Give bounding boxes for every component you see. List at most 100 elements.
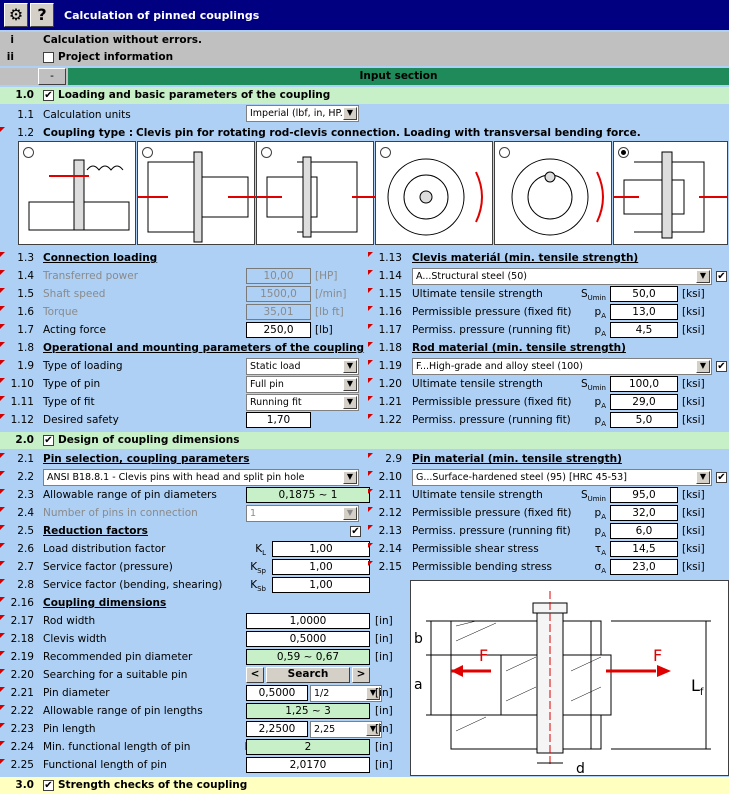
permiss-pressure-running-fit-unit: [ksi]: [682, 324, 705, 336]
type-of-pin-select[interactable]: Full pin▼: [246, 376, 359, 393]
calculator-icon[interactable]: ⚙: [4, 3, 28, 27]
search-button[interactable]: Search: [266, 667, 350, 683]
lock-checkbox[interactable]: ✔: [716, 361, 727, 372]
search-prev-button[interactable]: <: [246, 667, 264, 683]
chevron-down-icon[interactable]: ▼: [343, 360, 357, 373]
rod-width-value[interactable]: 1,0000: [246, 613, 370, 629]
permissible-shear-stress-value[interactable]: 14,5: [610, 541, 678, 557]
coupling-type-option-1[interactable]: [18, 141, 136, 245]
rod-width-unit: [in]: [375, 615, 393, 627]
coupling-diagram: b a F F Lf d: [410, 580, 729, 777]
row-number: 2.4: [0, 507, 34, 519]
search-next-button[interactable]: >: [352, 667, 370, 683]
lock-checkbox[interactable]: ✔: [716, 472, 727, 483]
type-of-fit-select[interactable]: Running fit▼: [246, 394, 359, 411]
a-structural-steel-50-select[interactable]: A...Structural steel (50)▼: [412, 268, 712, 285]
reduction-factors-label: Reduction factors: [43, 525, 148, 537]
ultimate-tensile-strength-label: Ultimate tensile strength: [412, 378, 543, 390]
row-number: 2.18: [0, 633, 34, 645]
desired-safety-value[interactable]: 1,70: [246, 412, 311, 428]
permissible-pressure-fixed-fit-value[interactable]: 29,0: [610, 394, 678, 410]
coupling-dimensions-label: Coupling dimensions: [43, 597, 167, 609]
chevron-down-icon[interactable]: ▼: [343, 396, 357, 409]
collapse-button[interactable]: -: [38, 68, 66, 85]
permissible-pressure-fixed-fit-label: Permissible pressure (fixed fit): [412, 396, 572, 408]
clevis-width-value[interactable]: 0,5000: [246, 631, 370, 647]
acting-force-unit: [lb]: [315, 324, 333, 336]
chevron-down-icon[interactable]: ▼: [343, 378, 357, 391]
chevron-down-icon[interactable]: ▼: [366, 723, 380, 736]
permissible-pressure-fixed-fit-value[interactable]: 13,0: [610, 304, 678, 320]
ultimate-tensile-strength-value[interactable]: 100,0: [610, 376, 678, 392]
service-factor-bending-shearing-value[interactable]: 1,00: [272, 577, 370, 593]
coupling-type-option-2[interactable]: [137, 141, 256, 245]
chevron-down-icon[interactable]: ▼: [366, 687, 380, 700]
service-factor-pressure-value[interactable]: 1,00: [272, 559, 370, 575]
project-info-checkbox[interactable]: [43, 52, 54, 63]
load-distribution-factor-value[interactable]: 1,00: [272, 541, 370, 557]
ansi-b18-8-1-clevis-pins-with-head-and-split-pin-hole-select[interactable]: ANSI B18.8.1 - Clevis pins with head and…: [43, 469, 359, 486]
permiss-pressure-running-fit-unit: [ksi]: [682, 525, 705, 537]
coupling-type-option-6[interactable]: [613, 141, 728, 245]
reduction-factors-checkbox[interactable]: ✔: [350, 526, 361, 537]
coupling-type-option-4[interactable]: [375, 141, 493, 245]
row-number: 2.5: [0, 525, 34, 537]
lock-checkbox[interactable]: ✔: [716, 271, 727, 282]
units-select[interactable]: Imperial (lbf, in, HP....)▼: [246, 105, 359, 122]
chevron-down-icon: ▼: [343, 107, 357, 120]
number-of-pins-in-connection-select[interactable]: 1▼: [246, 505, 359, 522]
row-number: 2.12: [368, 507, 402, 519]
coupling-type-option-3[interactable]: [256, 141, 375, 245]
pin-length-value[interactable]: 2,2500: [246, 721, 308, 737]
g-surface-hardened-steel-95-hrc-45-53-select[interactable]: G...Surface-hardened steel (95) [HRC 45-…: [412, 469, 712, 486]
row-number: 1.11: [0, 396, 34, 408]
chevron-down-icon[interactable]: ▼: [343, 507, 357, 520]
allowable-range-of-pin-lengths-label: Allowable range of pin lengths: [43, 705, 203, 717]
row-number: 2.3: [0, 489, 34, 501]
permiss-pressure-running-fit-unit: [ksi]: [682, 414, 705, 426]
ultimate-tensile-strength-unit: [ksi]: [682, 378, 705, 390]
ultimate-tensile-strength-value[interactable]: 50,0: [610, 286, 678, 302]
row-number: 1.13: [368, 252, 402, 264]
torque-value[interactable]: 35,01: [246, 304, 311, 320]
chevron-down-icon[interactable]: ▼: [696, 270, 710, 283]
recommended-pin-diameter-unit: [in]: [375, 651, 393, 663]
row-number: 1.19: [368, 360, 402, 372]
section-3-checkbox[interactable]: ✔: [43, 780, 54, 791]
section-2-checkbox[interactable]: ✔: [43, 435, 54, 446]
load-distribution-factor-label: Load distribution factor: [43, 543, 166, 555]
chevron-down-icon[interactable]: ▼: [696, 360, 710, 373]
shaft-speed-unit: [/min]: [315, 288, 347, 300]
chevron-down-icon[interactable]: ▼: [696, 471, 710, 484]
permissible-pressure-fixed-fit-value[interactable]: 32,0: [610, 505, 678, 521]
ultimate-tensile-strength-unit: [ksi]: [682, 489, 705, 501]
shaft-speed-value[interactable]: 1500,0: [246, 286, 311, 302]
chevron-down-icon[interactable]: ▼: [343, 471, 357, 484]
f-high-grade-and-alloy-steel-100-select[interactable]: F...High-grade and alloy steel (100)▼: [412, 358, 712, 375]
transferred-power-value[interactable]: 10,00: [246, 268, 311, 284]
pin-length-select[interactable]: 2,25▼: [310, 721, 382, 738]
section-1-checkbox[interactable]: ✔: [43, 90, 54, 101]
type-of-loading-select[interactable]: Static load▼: [246, 358, 359, 375]
rod-material-min-tensile-strength-label: Rod material (min. tensile strength): [412, 342, 626, 354]
project-info-row[interactable]: ii Project information: [0, 49, 729, 66]
pin-diameter-select[interactable]: 1/2▼: [310, 685, 382, 702]
permiss-pressure-running-fit-value[interactable]: 5,0: [610, 412, 678, 428]
ultimate-tensile-strength-value[interactable]: 95,0: [610, 487, 678, 503]
units-label: Calculation units: [43, 109, 131, 121]
permissible-shear-stress-symbol: τA: [594, 543, 606, 558]
permiss-pressure-running-fit-label: Permiss. pressure (running fit): [412, 414, 571, 426]
permissible-bending-stress-value[interactable]: 23,0: [610, 559, 678, 575]
acting-force-value[interactable]: 250,0: [246, 322, 311, 338]
pin-diameter-value[interactable]: 0,5000: [246, 685, 308, 701]
help-icon[interactable]: ?: [30, 3, 54, 27]
permissible-bending-stress-label: Permissible bending stress: [412, 561, 553, 573]
coupling-type-option-5[interactable]: [494, 141, 612, 245]
number-of-pins-in-connection-label: Number of pins in connection: [43, 507, 198, 519]
permiss-pressure-running-fit-value[interactable]: 4,5: [610, 322, 678, 338]
permiss-pressure-running-fit-value[interactable]: 6,0: [610, 523, 678, 539]
min-functional-length-of-pin-unit: [in]: [375, 741, 393, 753]
recommended-pin-diameter-label: Recommended pin diameter: [43, 651, 193, 663]
functional-length-of-pin-value[interactable]: 2,0170: [246, 757, 370, 773]
row-number: 2.20: [0, 669, 34, 681]
